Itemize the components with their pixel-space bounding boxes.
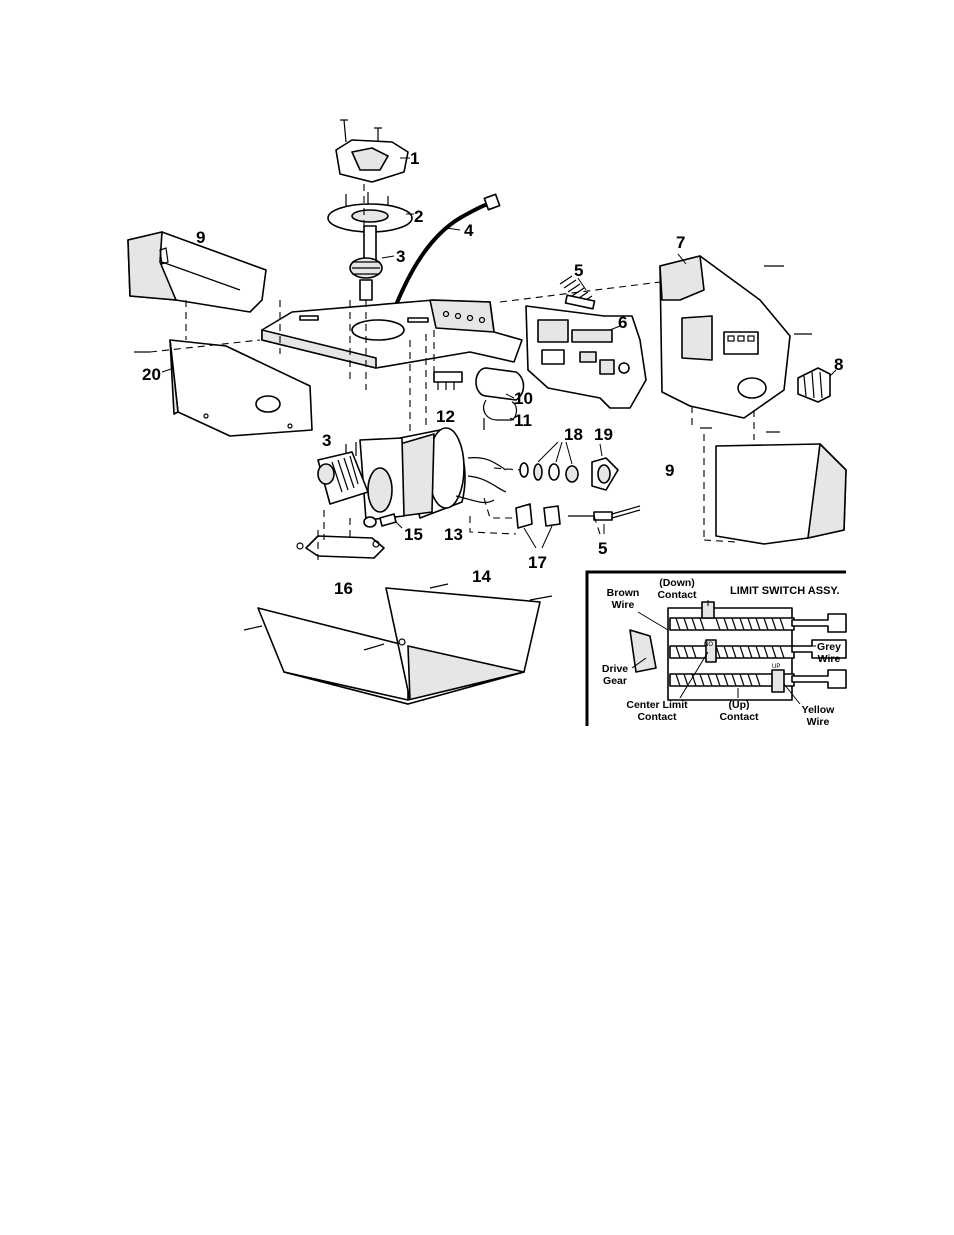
part-label-14: 14 <box>472 567 491 586</box>
brown-wire-label-1: Brown <box>607 587 640 599</box>
bottom-cover-part <box>244 584 552 704</box>
no-marking: NO <box>704 642 713 648</box>
part-label-3b: 3 <box>322 431 331 450</box>
part-label-19: 19 <box>594 425 613 444</box>
part-label-5a: 5 <box>574 261 583 280</box>
part-label-13: 13 <box>444 525 463 544</box>
drive-gear-part <box>350 256 394 300</box>
part-label-4: 4 <box>464 221 474 240</box>
part-label-18: 18 <box>564 425 583 444</box>
part-label-12: 12 <box>436 407 455 426</box>
capacitor-bracket-part <box>484 400 517 430</box>
part-label-7: 7 <box>676 233 685 252</box>
power-cord-part <box>394 194 500 310</box>
center-limit-label-1: Center Limit <box>626 699 688 711</box>
washers-part <box>520 442 578 482</box>
part-label-15: 15 <box>404 525 423 544</box>
part-label-9a: 9 <box>196 228 205 247</box>
inset-title: LIMIT SWITCH ASSY. <box>730 585 840 597</box>
side-panel-part <box>134 340 312 436</box>
grey-wire-label-2: Wire <box>818 653 841 665</box>
grey-wire-label-1: Grey <box>817 641 841 653</box>
part-label-2: 2 <box>414 207 423 226</box>
center-limit-label-2: Contact <box>637 711 677 723</box>
wire-harness-part <box>568 506 640 534</box>
down-contact-label-1: (Down) <box>659 577 695 589</box>
part-label-11: 11 <box>514 411 532 430</box>
down-contact-label-2: Contact <box>657 589 697 601</box>
drive-coupler-part <box>592 444 618 490</box>
chassis-plate <box>262 300 522 368</box>
brown-wire-label-2: Wire <box>612 599 635 611</box>
logic-board-part <box>526 276 646 408</box>
part-label-3a: 3 <box>396 247 405 266</box>
control-housing-part <box>660 254 812 432</box>
drive-gear-label-1: Drive <box>602 663 628 675</box>
up-marking: UP <box>772 664 780 670</box>
motor-part <box>346 428 506 520</box>
worm-gear-part <box>318 452 368 504</box>
light-socket-part <box>798 368 836 402</box>
part-label-6: 6 <box>618 313 627 332</box>
part-label-16: 16 <box>334 579 353 598</box>
drive-gear-label-2: Gear <box>603 675 627 687</box>
yellow-wire-label-1: Yellow <box>802 704 836 716</box>
limit-switch-inset: LIMIT SWITCH ASSY. NO UP (Do <box>587 572 846 728</box>
part-label-1: 1 <box>410 149 419 168</box>
part-label-5b: 5 <box>598 539 607 558</box>
part-label-10: 10 <box>514 389 533 408</box>
gear-cap-part <box>336 120 410 182</box>
up-contact-label-1: (Up) <box>729 699 750 711</box>
part-label-20: 20 <box>142 365 161 384</box>
yellow-wire-label-2: Wire <box>807 716 830 728</box>
terminal-block-part <box>434 372 462 390</box>
part-label-17: 17 <box>528 553 547 572</box>
end-cover-right-part <box>716 444 846 544</box>
limit-switch-part <box>516 504 560 548</box>
up-contact-label-2: Contact <box>719 711 759 723</box>
part-label-9b: 9 <box>665 461 674 480</box>
part-label-8: 8 <box>834 355 843 374</box>
